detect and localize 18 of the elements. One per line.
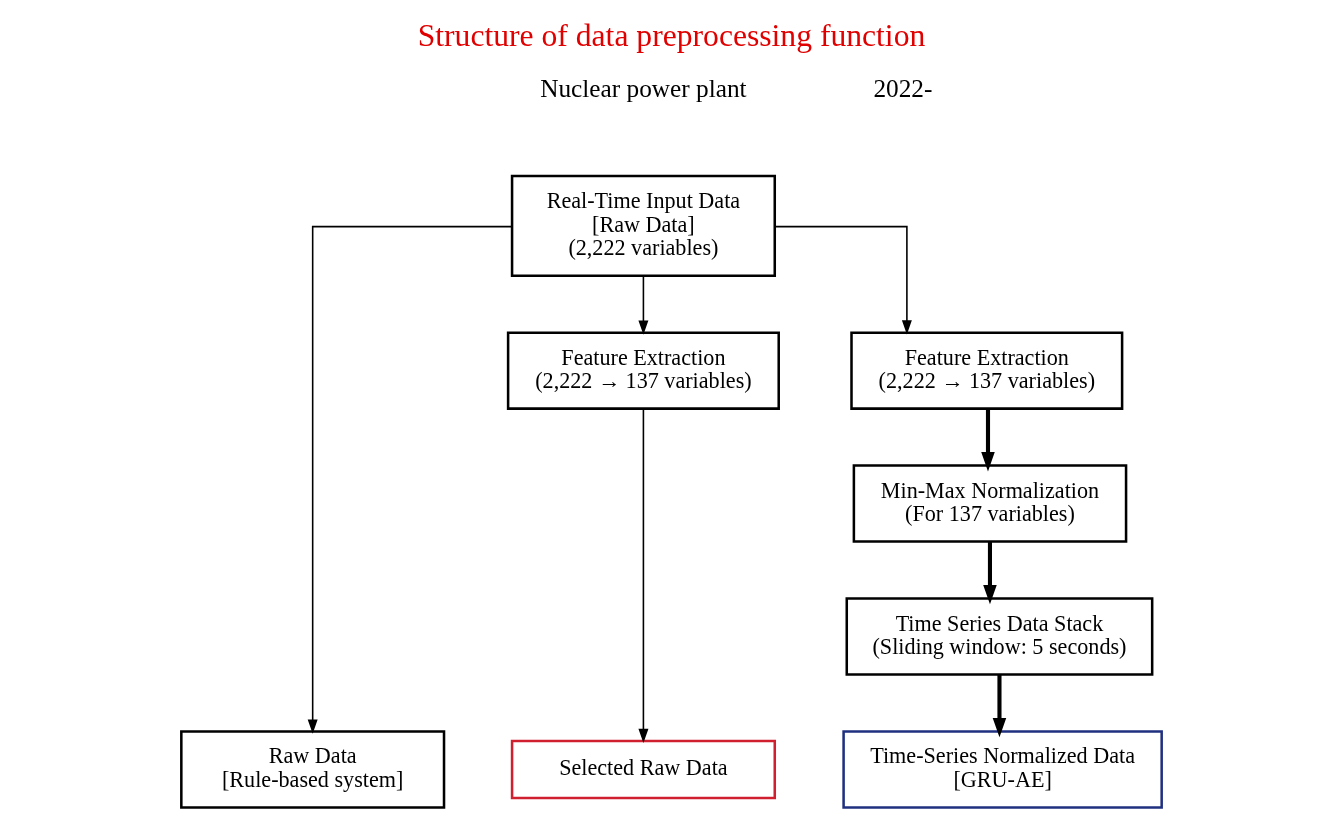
arrow	[992, 674, 1007, 738]
node-box: Feature Extraction (2,222 → 137 variables)	[506, 331, 780, 410]
arrow	[638, 408, 649, 744]
arrow	[981, 409, 995, 472]
arrow	[638, 275, 649, 335]
label: Nuclear power plant	[540, 73, 747, 102]
arrow	[774, 225, 912, 335]
node-box: Real-Time Input Data [Raw Data] (2,222 variables)	[510, 174, 777, 277]
arrow	[307, 225, 513, 734]
node-box: Feature Extraction (2,222 → 137 variables)	[850, 331, 1124, 410]
diagram-title: Structure of data preprocessing function	[417, 18, 926, 54]
node-box: Raw Data [Rule-based system]	[180, 730, 446, 809]
node-box: Time-Series Normalized Data [GRU-AE]	[842, 730, 1163, 809]
node-box: Min-Max Normalization (For 137 variables)	[852, 464, 1128, 543]
arrow	[983, 542, 997, 605]
node-box: Selected Raw Data	[510, 739, 777, 800]
node-box: Time Series Data Stack (Sliding window: 5 seconds)	[845, 597, 1154, 676]
label: 2022-	[873, 73, 933, 102]
